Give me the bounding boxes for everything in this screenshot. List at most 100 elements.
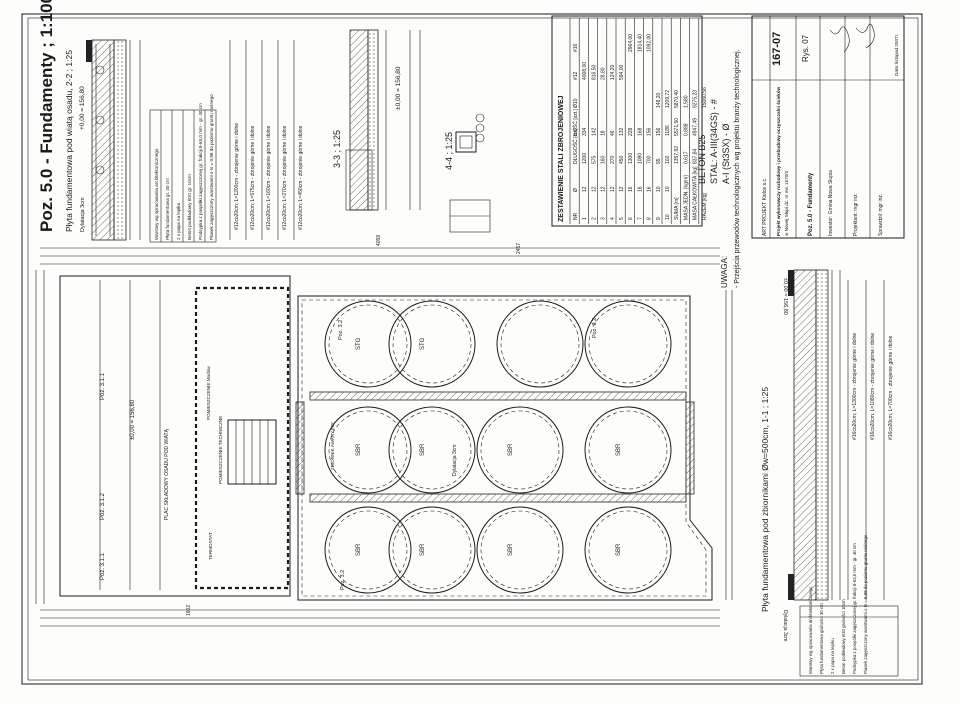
tank-circle	[584, 406, 672, 494]
rebar-2-2-3: #12co20cm; L=270cm - zbrojenie górne i d…	[282, 125, 288, 230]
steel-label-1: STAL: A-III(34GS) - #	[709, 99, 719, 184]
steel-table-cell: 16	[637, 186, 643, 192]
tank-inner-circle	[392, 410, 472, 490]
steel-table-cell: 1	[582, 217, 588, 220]
steel-table-cell: SUMA [m]	[674, 197, 680, 220]
section-2-2-bar-markers	[95, 65, 105, 175]
section-1-1-dylatacja: Dylatacja 3cm	[782, 610, 788, 641]
steel-table-cell: 6	[628, 217, 634, 220]
steel-table-cell: MASA CAŁKOWITA [kg]	[693, 166, 699, 220]
section-2-2-slab	[91, 39, 115, 241]
section-2-2-group: Poz. 5.0 - Fundamenty ; 1:100 Płyta fund…	[37, 0, 304, 243]
section-4-4-group: 4-4 ; 1:25	[444, 113, 491, 233]
tank-label: SBR	[616, 443, 622, 456]
layer-2-2-1: Płyta fundamentowa gr. 30 cm	[165, 178, 170, 240]
label-poz-3-1-1: Poz. 3.1.1	[100, 372, 106, 400]
material-notes: BETON B25 STAL: A-III(34GS) - # A-I (St3…	[697, 49, 741, 288]
drawing-number: Rys. 07	[801, 34, 810, 62]
steel-table-cell: 7	[637, 217, 643, 220]
title-designer: Projektant: mgr inż.	[853, 193, 859, 236]
steel-table-cell: 95	[656, 158, 662, 164]
steel-table-cell: 2	[591, 217, 597, 220]
steel-table-cell: 594,00	[619, 64, 625, 80]
tank-circle	[388, 506, 476, 594]
tank-inner-circle	[392, 304, 472, 384]
sheet-number: 167-07	[771, 32, 783, 66]
steel-table-cell: 5571,50	[674, 118, 680, 136]
sheet-date: Data: listopad 2007r.	[894, 34, 899, 76]
title-location: w Nowej Słupi dz. nr ew. 1570/3	[784, 170, 789, 236]
tank-label: SBR	[420, 443, 426, 456]
steel-table-cell: 5870,40	[674, 90, 680, 108]
steel-label-2: A-I (St3SX) - Ø	[721, 123, 731, 184]
steel-table-cell: 15060,56	[702, 87, 708, 108]
steel-table-cell: 12	[610, 186, 616, 192]
section-1-1-rebar-notes: #16co20cm; L=1300cm - zbrojenie górne i …	[847, 280, 894, 600]
steel-table-title: ZESTAWIENIE STALI ZBROJENIOWEJ	[558, 95, 565, 222]
steel-table-cell: 156	[647, 127, 653, 136]
section-1-1-layers: Warstwy wg opracowania architektoniczneg…	[799, 534, 899, 677]
note-title: UWAGA:	[720, 256, 729, 288]
rebar-2-2-2: #12co20cm; L=160cm - zbrojenie górne i d…	[266, 125, 272, 230]
steel-table-cell: 2964,00	[628, 34, 634, 52]
rebar-1-1-2: #16co20cm; L=700cm - zbrojenie górne i d…	[888, 335, 894, 440]
steel-table-cell: 1,580	[683, 95, 689, 108]
steel-table-cell: 12	[582, 186, 588, 192]
steel-table-cell: 28,80	[601, 67, 607, 80]
steel-table-cell: 16	[647, 186, 653, 192]
steel-table-cell: 5	[619, 217, 625, 220]
steel-table-cell: 4947,49	[693, 118, 699, 136]
label-mod-room: POMIESZCZENIE Modów	[206, 366, 211, 420]
tank-circle	[324, 406, 412, 494]
label-termostat: TERMOSTAT	[208, 532, 213, 560]
steel-table-cell: 3	[601, 217, 607, 220]
tank-inner-circle	[328, 304, 408, 384]
tank-circle	[476, 406, 564, 494]
layer-1-1-0: Warstwy wg opracowania architektoniczneg…	[808, 586, 813, 674]
tank-label: SBR	[508, 543, 514, 556]
title-drawing: Poz. 5.0 - Fundamenty	[808, 172, 814, 236]
steel-table-cell: 1357,92	[674, 146, 680, 164]
tank-label: SBR	[616, 543, 622, 556]
steel-table-cell: 156	[656, 127, 662, 136]
steel-table-cell: 1300	[628, 153, 634, 164]
label-poz-3-2-c: Poz. 3.2	[340, 570, 346, 590]
sludge-shed-slab	[59, 275, 291, 597]
layer-2-2-2: 2 x papa na lepiku	[176, 202, 181, 240]
tank-inner-circle	[588, 510, 668, 590]
section-2-2-title: Płyta fundamentowa pod wiatą osadu, 2-2 …	[64, 50, 74, 232]
title-investor: Inwestor: Gmina Nowa Słupia	[828, 170, 834, 236]
section-1-1-group: Płyta fundamentowa pod zbiornikami Øw=50…	[760, 269, 899, 677]
steel-table-header: #12	[573, 71, 579, 80]
label-poz-3-2-a: Poz. 3.2	[338, 320, 344, 340]
steel-table-cell: 10	[665, 186, 671, 192]
tank-label: SBR	[420, 543, 426, 556]
layer-2-2-4: Podsypka z pospółki zagęszczonej gr. fra…	[198, 103, 203, 240]
steel-table-cell: 228	[628, 127, 634, 136]
tank-circle	[476, 506, 564, 594]
dim-4059: 4059	[376, 235, 382, 246]
steel-table-cell: 10	[656, 186, 662, 192]
concrete-label: BETON B25	[697, 135, 707, 184]
steel-table-cell: 12	[601, 186, 607, 192]
layer-2-2-0: Warstwy wg opracowania architektoniczneg…	[154, 148, 159, 240]
label-tech-room: POMIESZCZENIE TECHNICZNE	[218, 416, 223, 484]
section-2-2-wall	[86, 40, 92, 62]
rebar-2-2-0: #12co20cm; L=1200cm - zbrojenie górne i …	[234, 123, 240, 230]
plan-level: ±0,00 = 156,80	[130, 399, 136, 440]
label-poz-3-1-2: Poz. 3.1.2	[100, 492, 106, 520]
steel-table-cell: 816,50	[591, 64, 597, 80]
steel-table-cell: 168	[637, 127, 643, 136]
steel-table-cell: 1209,72	[665, 90, 671, 108]
steel-table-cell: 1200	[582, 153, 588, 164]
steel-table-cell: 450	[619, 155, 625, 164]
tank-label: SBR	[356, 443, 362, 456]
layer-1-1-3: Beton podkładowy B10 grubości 10cm	[841, 599, 846, 674]
rebar-2-2-4: #12co20cm; L=450cm - zbrojenie górne i d…	[298, 125, 304, 230]
steel-table-cell: 46	[610, 130, 616, 136]
title-block: ART PROJEKT Kielce s.c. Projekt wykonawc…	[751, 15, 905, 239]
main-title: Poz. 5.0 - Fundamenty ; 1:100	[37, 0, 56, 232]
steel-table-cell: 12	[619, 186, 625, 192]
steel-table-cell: MASA JEDN. [kg/m]	[683, 175, 689, 220]
